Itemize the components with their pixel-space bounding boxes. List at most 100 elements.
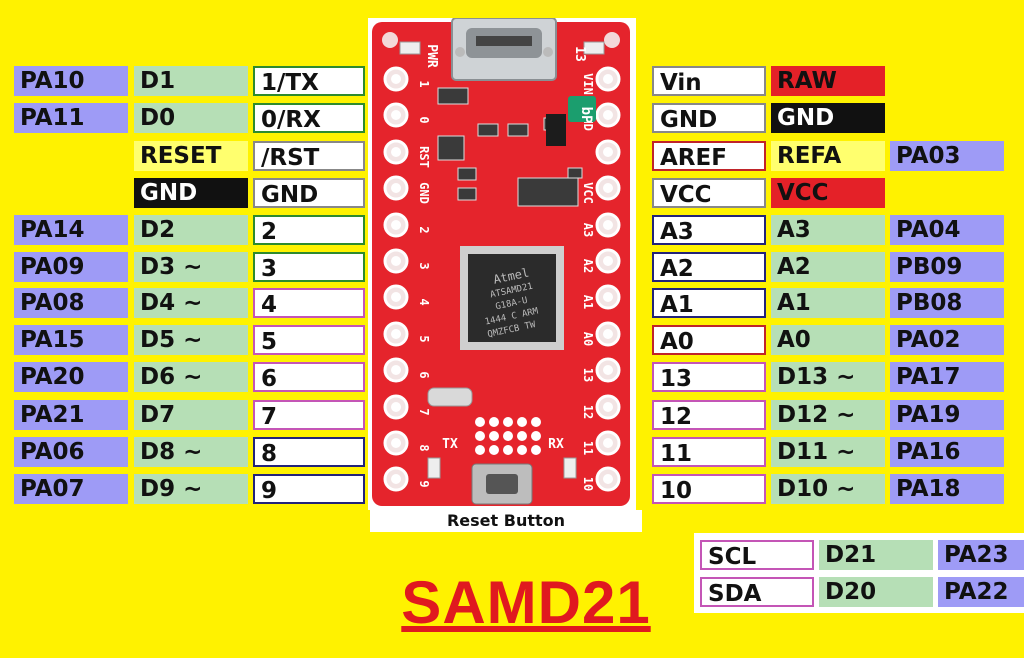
i2c-function-label: D20 — [819, 577, 933, 607]
header-hole — [391, 329, 401, 339]
header-hole — [391, 438, 401, 448]
function-label: A3 — [771, 215, 885, 245]
header-hole — [391, 147, 401, 157]
test-pad — [489, 417, 499, 427]
silk-right-pin: VIN — [581, 73, 595, 95]
test-pad — [531, 417, 541, 427]
function-label: D0 — [134, 103, 248, 133]
header-hole — [603, 438, 613, 448]
silk-pin-label: 11 — [652, 437, 766, 467]
port-label: PA18 — [890, 474, 1004, 504]
header-hole — [603, 110, 613, 120]
smd-component — [437, 87, 469, 105]
function-label: RESET — [134, 141, 248, 171]
silk-13: 13 — [572, 46, 587, 62]
header-hole — [603, 147, 613, 157]
header-hole — [391, 110, 401, 120]
test-pad — [489, 445, 499, 455]
test-pad — [475, 445, 485, 455]
smd-component — [457, 167, 477, 181]
silk-pin-label: 4 — [253, 288, 365, 318]
silk-right-pin: VCC — [581, 182, 595, 204]
port-label: PA10 — [14, 66, 128, 96]
function-label: D9 ~ — [134, 474, 248, 504]
silk-pin-label: 8 — [253, 437, 365, 467]
test-pad — [517, 445, 527, 455]
test-pad — [475, 431, 485, 441]
port-label: PA11 — [14, 103, 128, 133]
silk-tx: TX — [442, 437, 458, 452]
silk-left-pin: 2 — [417, 226, 431, 233]
i2c-port-label: PA22 — [938, 577, 1024, 607]
function-label: D5 ~ — [134, 325, 248, 355]
smd-component — [517, 177, 579, 207]
atsamd21-chip — [468, 254, 556, 342]
led-tx — [427, 457, 441, 479]
silk-left-pin: RST — [417, 146, 431, 168]
silk-left-pin: 1 — [417, 80, 431, 87]
test-pad — [489, 431, 499, 441]
function-label: D3 ~ — [134, 252, 248, 282]
led-13 — [583, 41, 605, 55]
function-label: D7 — [134, 400, 248, 430]
usb-tab — [455, 47, 465, 57]
silk-pin-label: 7 — [253, 400, 365, 430]
smd-component — [457, 187, 477, 201]
silk-pin-label: GND — [253, 178, 365, 208]
header-hole — [603, 474, 613, 484]
i2c-function-label: D21 — [819, 540, 933, 570]
smd-component — [437, 135, 465, 161]
port-label: PA07 — [14, 474, 128, 504]
silk-pin-label: 6 — [253, 362, 365, 392]
port-label: PA02 — [890, 325, 1004, 355]
function-label: D10 ~ — [771, 474, 885, 504]
silk-pin-label: 9 — [253, 474, 365, 504]
usb-tab — [543, 47, 553, 57]
port-label: PA15 — [14, 325, 128, 355]
smd-component — [567, 167, 583, 179]
silk-pin-label: 12 — [652, 400, 766, 430]
silk-left-pin: 7 — [417, 408, 431, 415]
function-label: D4 ~ — [134, 288, 248, 318]
function-label: D13 ~ — [771, 362, 885, 392]
header-hole — [391, 256, 401, 266]
function-label: D1 — [134, 66, 248, 96]
function-label: GND — [134, 178, 248, 208]
header-hole — [603, 74, 613, 84]
port-label: PA17 — [890, 362, 1004, 392]
silk-pin-label: /RST — [253, 141, 365, 171]
silk-left-pin: 0 — [417, 116, 431, 123]
sparkfun-samd21-mini-board: PWR131VIN0GNDRSTGNDVCC2A33A24A15A0613712… — [372, 18, 630, 506]
silk-pin-label: A2 — [652, 252, 766, 282]
header-hole — [603, 256, 613, 266]
silk-left-pin: 4 — [417, 298, 431, 305]
silk-right-pin: 10 — [581, 477, 595, 491]
function-label: D2 — [134, 215, 248, 245]
header-hole — [603, 183, 613, 193]
silk-pin-label: 13 — [652, 362, 766, 392]
smd-component — [507, 123, 529, 137]
silk-right-pin: A1 — [581, 295, 595, 309]
header-hole — [391, 220, 401, 230]
port-label: PA16 — [890, 437, 1004, 467]
led-rx — [563, 457, 577, 479]
function-label: A1 — [771, 288, 885, 318]
silk-rx: RX — [548, 437, 564, 452]
silk-left-pin: GND — [417, 182, 431, 204]
silk-right-pin: A3 — [581, 223, 595, 237]
silk-right-pin: A2 — [581, 259, 595, 273]
header-hole — [391, 183, 401, 193]
silk-pwr: PWR — [424, 44, 439, 68]
header-hole — [391, 365, 401, 375]
port-label: PA21 — [14, 400, 128, 430]
header-hole — [603, 365, 613, 375]
silk-pin-label: 3 — [253, 252, 365, 282]
silk-pin-label: A1 — [652, 288, 766, 318]
silk-pin-label: VCC — [652, 178, 766, 208]
silk-left-pin: 5 — [417, 335, 431, 342]
silk-left-pin: 8 — [417, 444, 431, 451]
mounting-hole — [382, 32, 398, 48]
i2c-port-label: PA23 — [938, 540, 1024, 570]
port-label: PA14 — [14, 215, 128, 245]
header-hole — [603, 220, 613, 230]
